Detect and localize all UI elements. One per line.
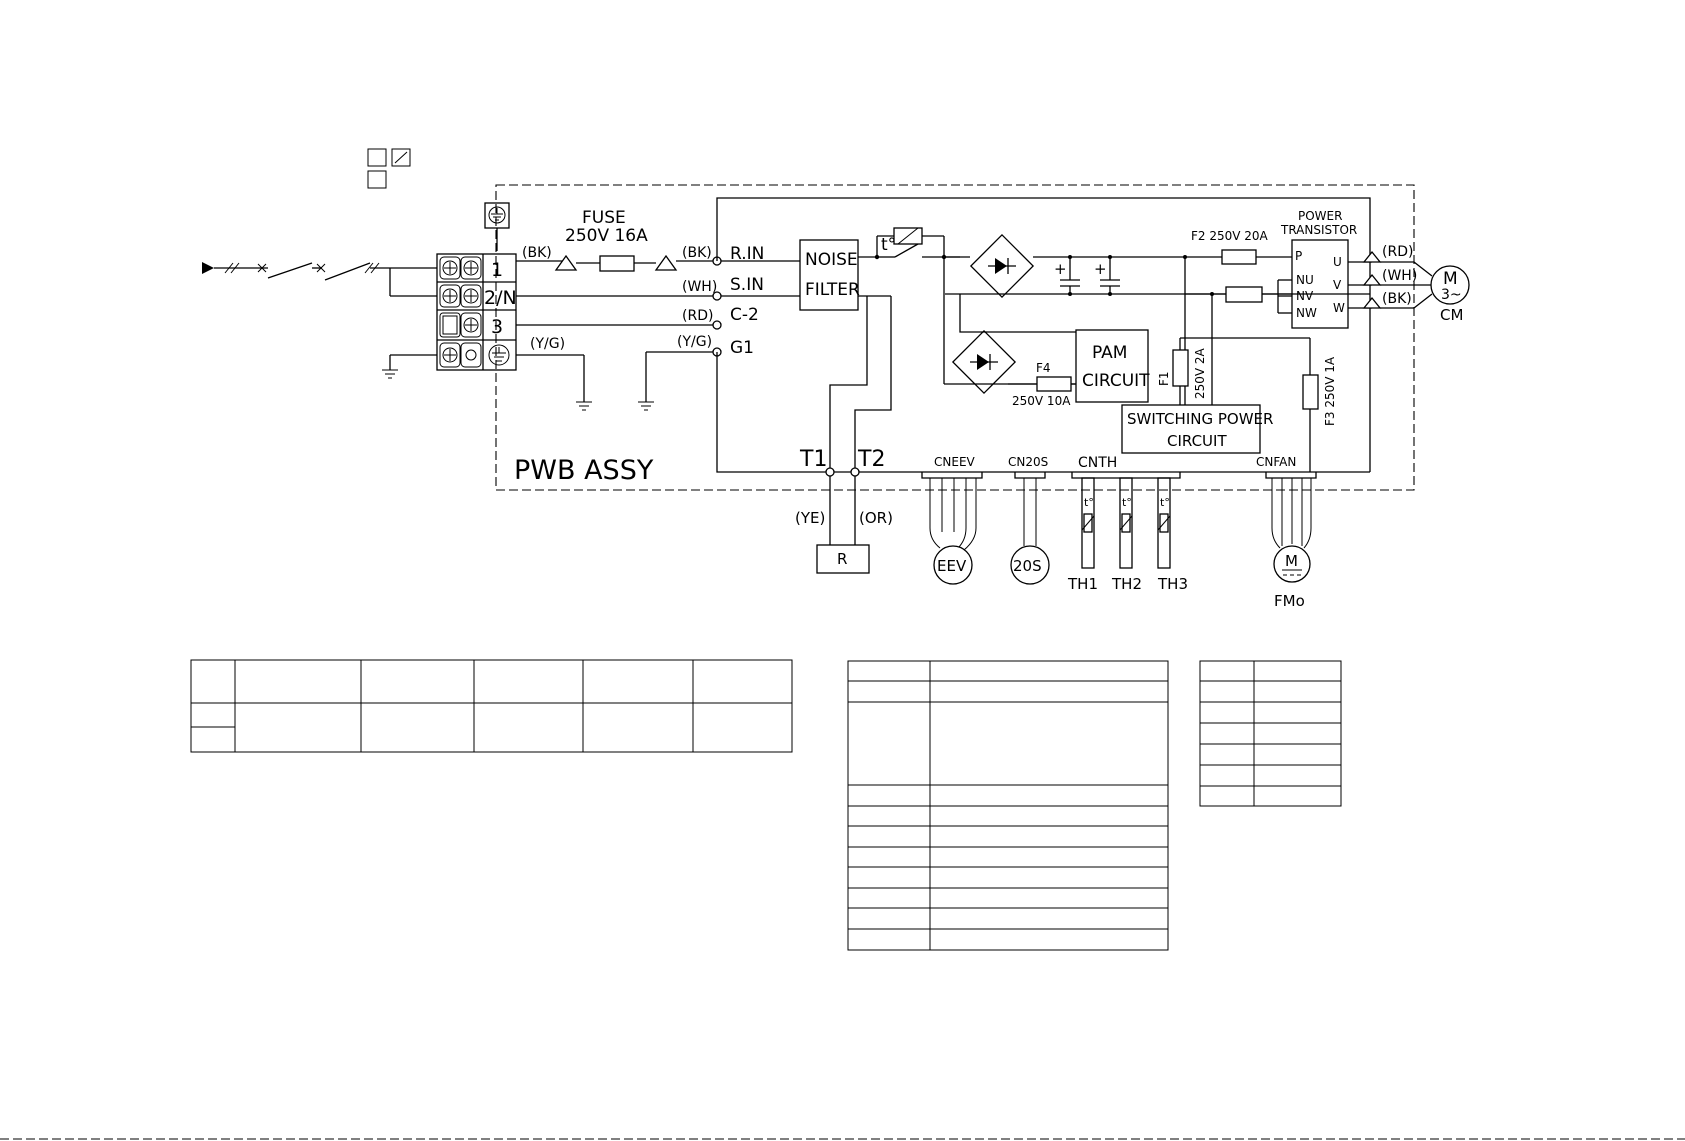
noise-filter-label-2: FILTER [805,280,860,300]
motor-outputs [1348,250,1470,309]
terminal-3: 3 [491,316,503,338]
out-wire-bk: (BK) [1382,291,1412,307]
svg-text:+: + [1094,260,1107,278]
pam-circuit [1075,329,1149,403]
t1-label: T1 [799,447,827,472]
input-rin: R.IN [730,244,764,264]
cm-m: M [1443,269,1458,289]
terminal-block [436,253,517,371]
board-input-nodes [712,256,722,357]
supply-input [202,262,437,379]
noise-filter [799,239,859,311]
th2-label: TH2 [1111,575,1142,593]
out-wire-wh: (WH) [1382,268,1417,284]
bridge-rectifier-2 [951,329,1017,395]
pam-label-2: CIRCUIT [1082,371,1150,391]
earth-screw-icon [484,202,510,229]
terminal-1: 1 [491,259,503,281]
wire-rd: (RD) [682,308,713,324]
t2-label: T2 [857,447,885,472]
empty-table-left [190,659,793,753]
pwb-outline [495,184,1415,491]
f3-label: F3 250V 1A [1323,356,1337,426]
f1-name: F1 [1157,371,1171,386]
cneev-label: CNEEV [934,455,976,469]
wire-yg-right: (Y/G) [677,334,712,350]
pt-pin-u: U [1333,255,1342,269]
eev-label: EEV [937,557,967,575]
power-transistor [1291,239,1349,329]
pt-pin-nu: NU [1296,273,1314,287]
th1-mark: t° [1084,496,1094,509]
f1-rating: 250V 2A [1193,347,1207,399]
cm-phase: 3~ [1441,287,1462,303]
reactor-label: R [837,550,847,568]
s20-label: 20S [1013,557,1042,575]
pwb-label: PWB ASSY [514,455,654,486]
wire-ye: (YE) [795,509,825,527]
inrush-thermistor [858,227,960,260]
fmo-label: FMo [1274,592,1305,610]
pt-pin-nv: NV [1296,289,1314,303]
pt-pin-w: W [1333,301,1345,315]
wire-bk-left: (BK) [522,245,552,261]
cn20s-connector [1010,472,1050,585]
input-c2: C-2 [730,305,759,325]
power-transistor-title-1: POWER [1298,209,1342,223]
input-wires [516,254,714,411]
fuse-title: FUSE [582,208,626,228]
out-wire-rd: (RD) [1382,244,1413,260]
wire-wh: (WH) [682,279,717,295]
wire-bk-right: (BK) [682,245,712,261]
switching-label-1: SWITCHING POWER [1127,410,1273,428]
board-inner-frame [716,197,1371,473]
wire-or: (OR) [859,509,893,527]
svg-text:+: + [1054,260,1067,278]
reactor-r [816,544,870,574]
input-sin: S.IN [730,275,764,295]
cnth-label: CNTH [1078,455,1117,471]
pt-pin-nw: NW [1296,306,1317,320]
fmo-m: M [1285,552,1298,570]
th2-mark: t° [1122,496,1132,509]
pt-pin-p: P [1295,249,1302,263]
pt-pin-v: V [1333,278,1342,292]
cneev-connector [921,472,983,585]
fuse-f3 [1302,374,1319,410]
cm-label: CM [1440,306,1463,324]
input-g1: G1 [730,338,754,358]
bridge-rectifier-1 [969,233,1035,299]
cnfan-label: CNFAN [1256,455,1296,469]
capacitors: + + [1054,255,1120,296]
th3-label: TH3 [1157,575,1188,593]
th3-mark: t° [1160,496,1170,509]
noise-filter-label-1: NOISE [805,250,858,270]
fuse-f4 [1036,376,1072,392]
cnfan-connector [1265,472,1317,583]
switching-power-circuit [1121,404,1261,454]
th1-label: TH1 [1067,575,1098,593]
cnth-connector [1071,472,1181,569]
thermistor-mark-top: t° [881,235,896,255]
fuse-rating: 250V 16A [565,226,648,246]
fuse-f1 [1172,349,1189,387]
wire-yg-left: (Y/G) [530,336,565,352]
resistor [1225,286,1263,303]
f4-name: F4 [1036,361,1051,375]
cn20s-label: CN20S [1008,455,1048,469]
empty-table-right [1199,660,1342,807]
terminal-2n: 2/N [484,287,517,309]
pam-label-1: PAM [1092,343,1127,363]
legend-symbols [367,148,411,189]
switching-label-2: CIRCUIT [1167,432,1227,450]
f4-rating: 250V 10A [1012,394,1071,408]
power-transistor-title-2: TRANSISTOR [1280,223,1357,237]
fuse-f2 [1221,249,1257,265]
empty-table-middle [847,660,1169,951]
f2-label: F2 250V 20A [1191,229,1269,243]
